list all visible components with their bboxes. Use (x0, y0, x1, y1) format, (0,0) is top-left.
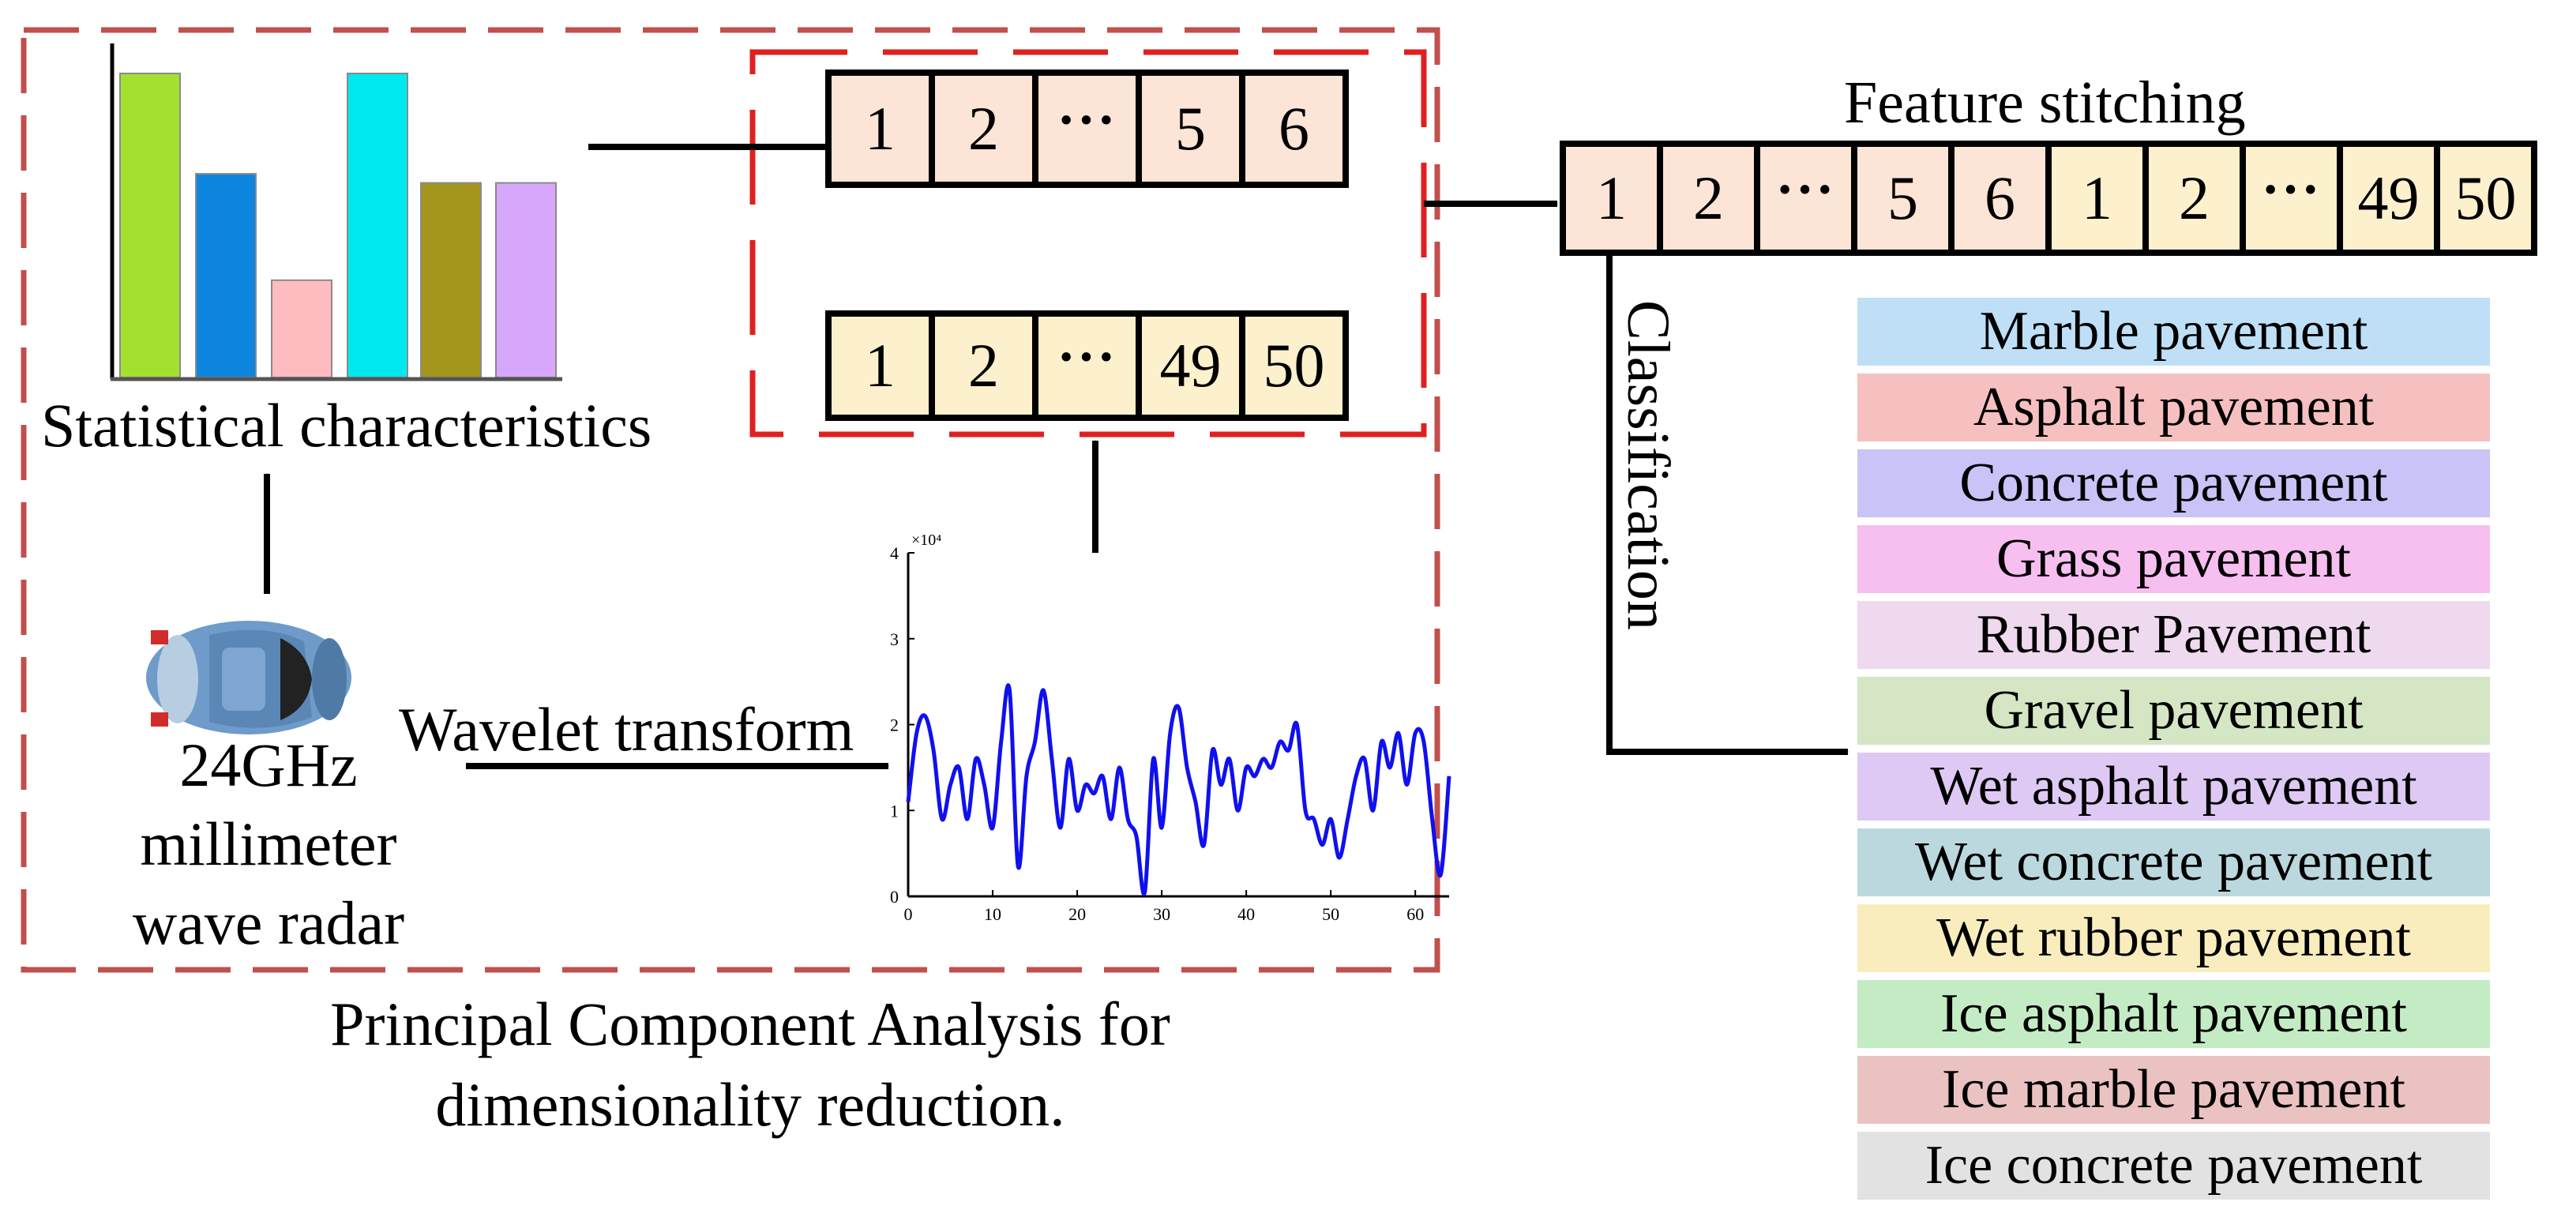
stat-cell: 1 (825, 69, 935, 188)
y-tick-label: 2 (890, 716, 899, 735)
stat-cell: 6 (1239, 69, 1349, 188)
stitched-cell: 5 (1851, 141, 1955, 256)
statistical-characteristics-label: Statistical characteristics (41, 391, 652, 460)
arrow-stitching-to-classes (1606, 253, 1849, 755)
x-tick-label: 60 (1406, 904, 1424, 924)
y-tick-label: 1 (890, 801, 899, 821)
stitched-cell: 50 (2434, 141, 2537, 256)
wave-cell: ··· (1032, 310, 1142, 421)
y-tick-label: 3 (890, 629, 899, 649)
class-item: Marble pavement (1856, 296, 2492, 367)
wave-cell: 2 (929, 310, 1038, 421)
class-item: Ice marble pavement (1856, 1054, 2492, 1125)
x-tick-label: 30 (1153, 904, 1170, 924)
x-tick-label: 50 (1322, 904, 1339, 924)
class-item: Wet asphalt pavement (1856, 751, 2492, 822)
feature-vectors-region (749, 49, 1427, 438)
stat-bar (119, 73, 181, 378)
statistical-bar-chart (119, 73, 557, 379)
radar-label-line-1: 24GHz (179, 731, 358, 799)
classification-label: Classification (1615, 300, 1681, 630)
radar-label-line-2: millimeter (140, 809, 397, 878)
wavelet-transform-label: Wavelet transform (399, 695, 854, 764)
x-tick-label: 40 (1237, 904, 1255, 924)
class-item: Rubber Pavement (1856, 599, 2492, 670)
class-item: Gravel pavement (1856, 675, 2492, 746)
stitched-cell: 1 (2045, 141, 2149, 256)
stat-bar (495, 182, 557, 378)
stat-bar (271, 279, 332, 378)
stat-cell: 5 (1136, 69, 1245, 188)
feature-extraction-region (21, 27, 1440, 973)
class-item: Grass pavement (1856, 524, 2492, 595)
pca-caption-line-2: dimensionality reduction. (435, 1070, 1065, 1139)
wavelet-series-line (906, 683, 1451, 896)
radar-label-line-3: wave radar (132, 888, 405, 957)
stitched-cell: 2 (2142, 141, 2246, 256)
stitched-cell: ··· (1754, 141, 1857, 256)
y-tick-label: 4 (890, 543, 899, 563)
class-item: Concrete pavement (1856, 448, 2492, 519)
class-item: Wet concrete pavement (1856, 827, 2492, 898)
stitched-cell: 2 (1657, 141, 1760, 256)
x-tick-label: 0 (904, 904, 913, 924)
y-tick-label: 0 (890, 887, 899, 907)
x-tick-label: 20 (1068, 904, 1086, 924)
wave-cell: 50 (1239, 310, 1349, 421)
wave-cell: 1 (825, 310, 935, 421)
pca-caption-line-1: Principal Component Analysis for (330, 990, 1170, 1058)
stat-cell: 2 (929, 69, 1038, 188)
x-tick-label: 10 (984, 904, 1001, 924)
stitched-cell: ··· (2240, 141, 2343, 256)
car-icon (146, 621, 351, 734)
wavelet-line-chart: 0 10 20 30 40 50 60 0 1 2 3 4 ×10⁴ (890, 531, 1451, 924)
stitched-cell: 6 (1948, 141, 2052, 256)
stat-bar (195, 173, 257, 379)
feature-stitching-title: Feature stitching (1844, 69, 2246, 136)
class-item: Asphalt pavement (1856, 372, 2492, 443)
class-item: Ice asphalt pavement (1856, 978, 2492, 1050)
y-multiplier-label: ×10⁴ (911, 531, 941, 549)
stat-cell: ··· (1032, 69, 1142, 188)
stat-bar (420, 182, 482, 378)
wave-cell: 49 (1136, 310, 1245, 421)
class-item: Wet rubber pavement (1856, 903, 2492, 974)
class-item: Ice concrete pavement (1856, 1130, 2492, 1201)
stitched-cell: 49 (2337, 141, 2440, 256)
stat-bar (347, 73, 408, 378)
stitched-cell: 1 (1560, 141, 1663, 256)
